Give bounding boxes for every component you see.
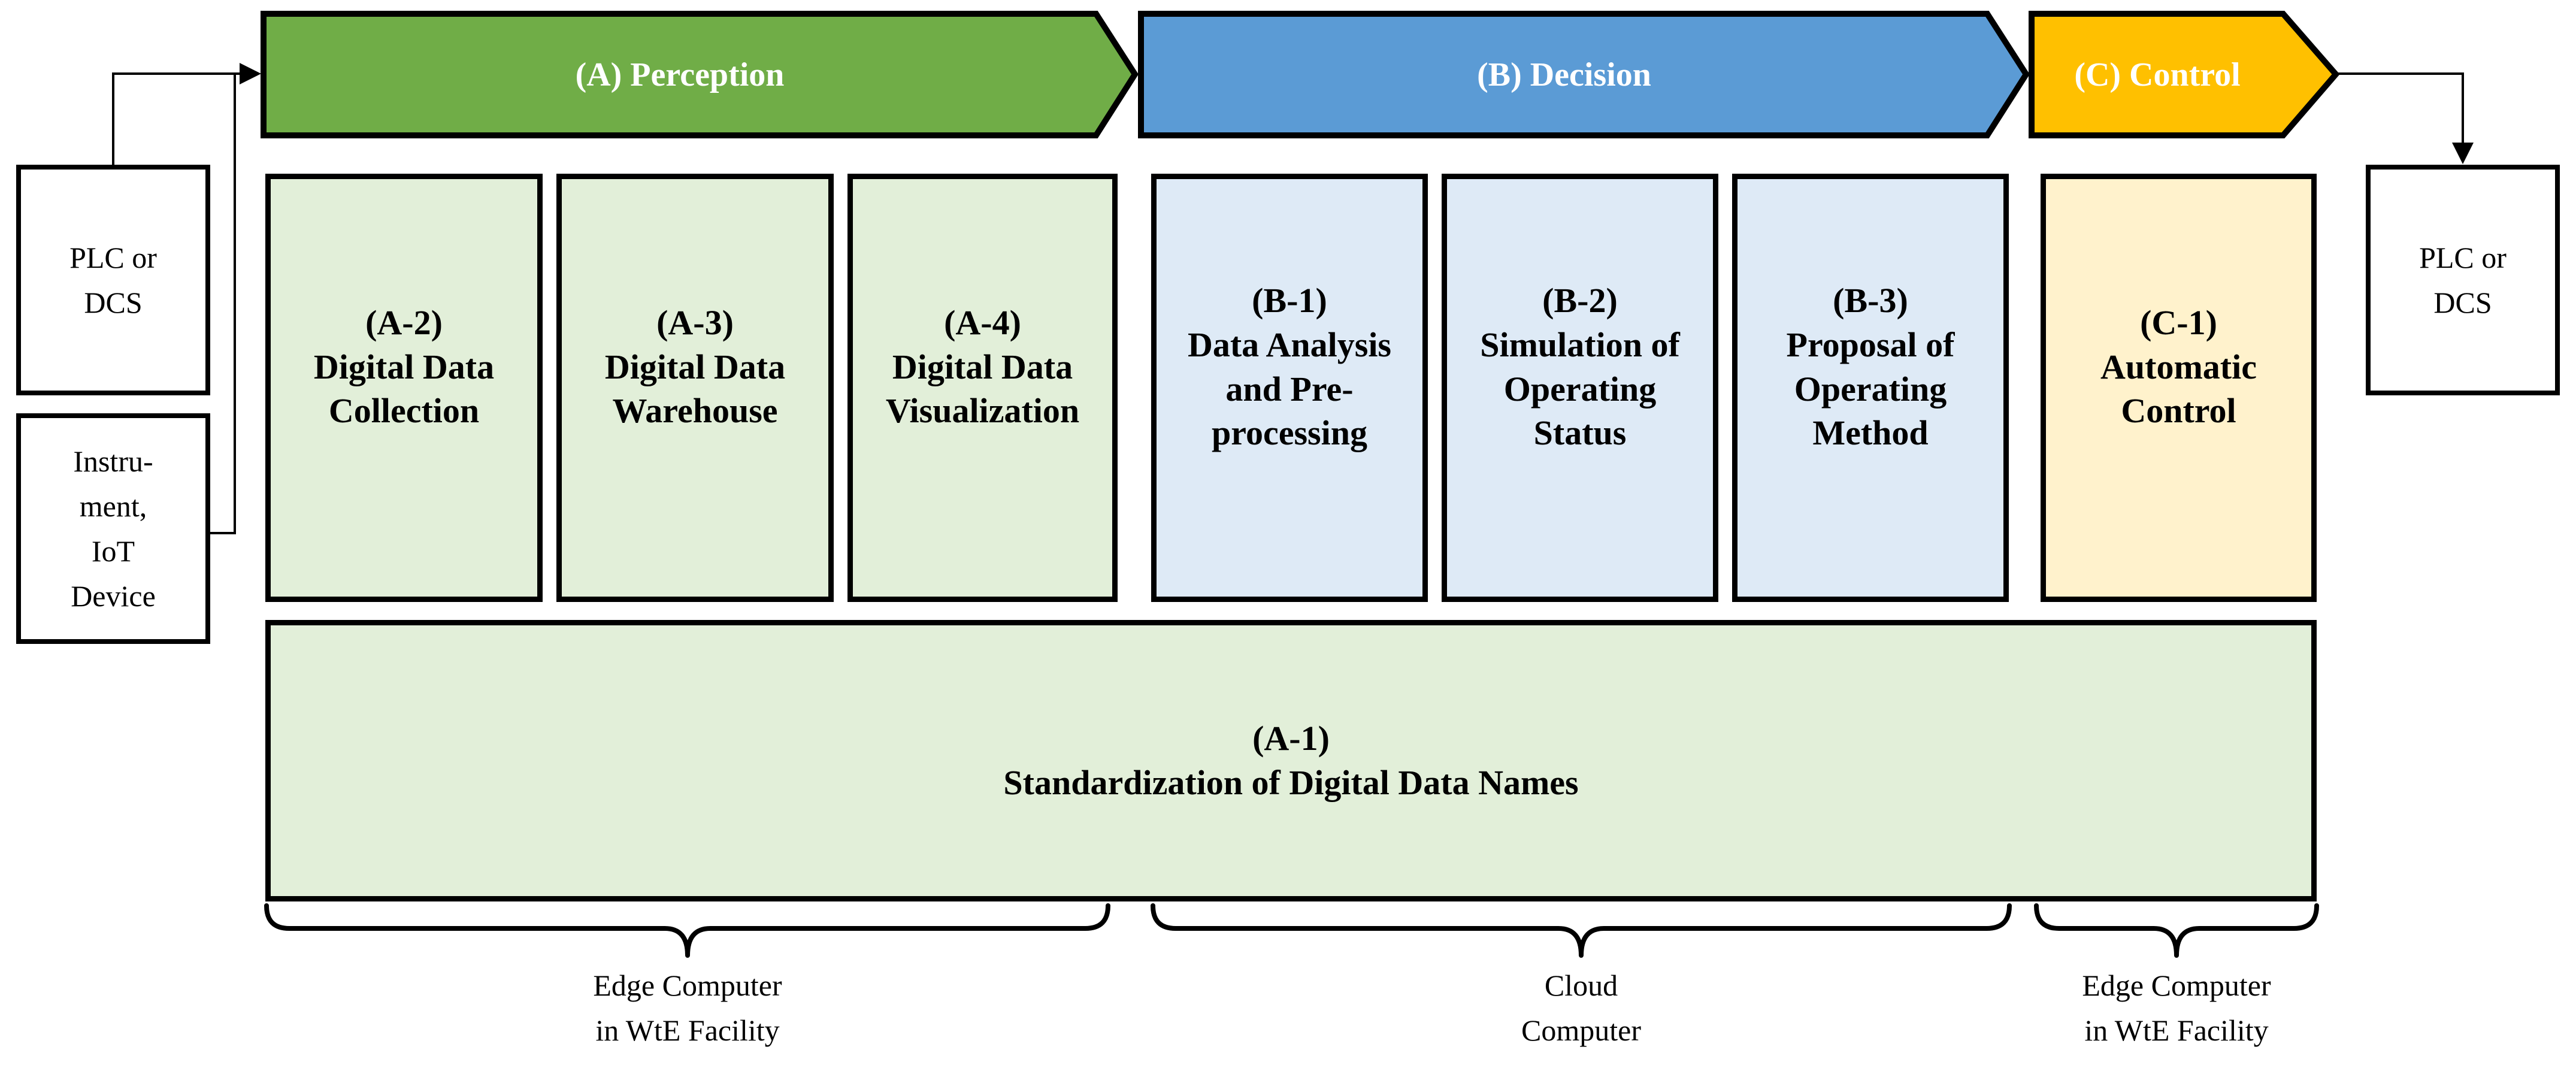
module-c1-automatic-control: (C-1) Automatic Control <box>2041 174 2317 602</box>
plc-dcs-right-box: PLC or DCS <box>2366 165 2560 395</box>
stage-control-label: (C) Control <box>2074 56 2241 93</box>
module-a4-digital-data-visualization: (A-4) Digital Data Visualization <box>847 174 1118 602</box>
module-a2-digital-data-collection: (A-2) Digital Data Collection <box>265 174 543 602</box>
module-a3-digital-data-warehouse: (A-3) Digital Data Warehouse <box>556 174 834 602</box>
stage-decision-label: (B) Decision <box>1477 56 1651 93</box>
module-b2-simulation: (B-2) Simulation of Operating Status <box>1442 174 1718 602</box>
connector-plc-right-line <box>2336 72 2464 144</box>
brace-cloud <box>1151 903 2012 958</box>
stage-decision-chevron <box>1138 11 2030 138</box>
module-b1-data-analysis: (B-1) Data Analysis and Pre- processing <box>1151 174 1428 602</box>
instrument-iot-box: Instru- ment, IoT Device <box>16 413 210 644</box>
stage-perception-chevron <box>261 11 1139 138</box>
module-a1-standardization: (A-1) Standardization of Digital Data Na… <box>265 620 2317 901</box>
connector-left-arrowhead <box>240 63 261 84</box>
label-cloud-computer: Cloud Computer <box>1521 969 1641 1047</box>
plc-dcs-left-box: PLC or DCS <box>16 165 210 395</box>
label-edge-computer-right: Edge Computer in WtE Facility <box>2082 969 2271 1047</box>
connector-right-arrowhead <box>2452 143 2474 164</box>
brace-edge-right <box>2034 903 2319 958</box>
stage-control-chevron <box>2029 11 2340 138</box>
brace-edge-left <box>264 903 1110 958</box>
label-edge-computer-left: Edge Computer in WtE Facility <box>593 969 782 1047</box>
connector-plc-left-line <box>112 72 241 165</box>
stage-perception-label: (A) Perception <box>575 56 785 93</box>
module-b3-proposal: (B-3) Proposal of Operating Method <box>1732 174 2009 602</box>
connector-instrument-line <box>210 74 236 534</box>
